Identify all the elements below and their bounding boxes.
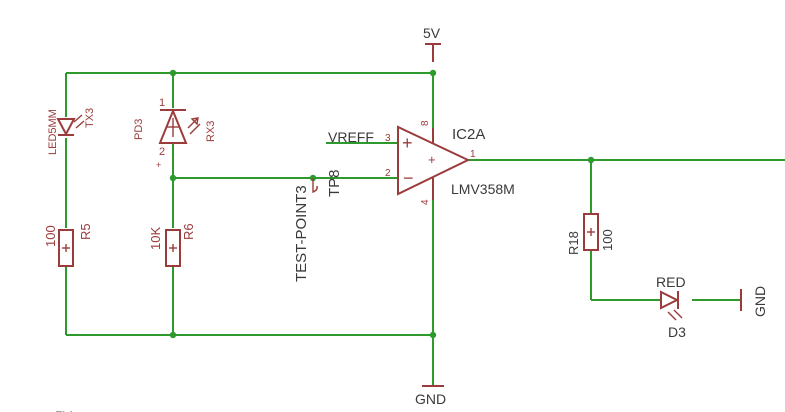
d3-ref: D3 [668, 324, 686, 340]
led-d3: RED D3 [656, 274, 686, 340]
pin2-label: 2 [385, 168, 391, 179]
pd3-plus: + [156, 160, 161, 170]
r6-ref: R6 [181, 223, 196, 240]
tp8-name: TEST-POINT3 [293, 185, 310, 282]
vref-label: VREFF [328, 129, 374, 145]
resistor-r6: 10K R6 [148, 223, 196, 267]
r18-ref: R18 [566, 231, 581, 255]
opamp-inner-plus: + [428, 152, 436, 167]
r18-value: 100 [600, 229, 615, 251]
r6-value: 10K [148, 227, 163, 250]
pd3-name: PD3 [133, 119, 145, 140]
led-tx3-ref: TX3 [84, 108, 96, 128]
pin4-label: 4 [420, 199, 431, 205]
gnd-symbol-right: GND [740, 286, 768, 317]
pd3-pin2: 2 [159, 146, 165, 158]
tp8-ref: TP8 [326, 169, 343, 197]
photodiode-pd3: 1 2 + PD3 RX3 [133, 97, 217, 170]
led-tx3: LED5MM TX3 [47, 108, 96, 155]
vcc-label: 5V [423, 25, 441, 41]
gnd-symbol-bottom: GND [415, 385, 446, 407]
vcc-symbol: 5V [423, 25, 441, 62]
vcc-cut-label: 5V [55, 408, 73, 412]
opamp-plus-input: + [402, 133, 413, 153]
opamp-ic2a: VREFF 3 2 1 8 4 + − + IC2A LMV358M [328, 120, 515, 205]
opamp-ref: IC2A [452, 126, 485, 143]
gnd-right-label: GND [752, 286, 768, 317]
r5-value: 100 [43, 225, 58, 247]
resistor-r18: R18 100 [566, 213, 615, 255]
junctions [169, 69, 595, 339]
gnd-label: GND [415, 391, 446, 407]
pd3-pin1: 1 [159, 97, 165, 109]
pd3-ref: RX3 [205, 121, 217, 142]
pin1-label: 1 [470, 149, 476, 160]
wires [65, 72, 785, 385]
d3-color: RED [656, 274, 686, 290]
pin3-label: 3 [385, 133, 391, 144]
resistor-r5: 100 R5 [43, 223, 93, 267]
r5-ref: R5 [78, 223, 93, 240]
testpoint-tp8: TEST-POINT3 TP8 [293, 169, 343, 282]
led-tx3-name: LED5MM [47, 109, 59, 155]
opamp-part: LMV358M [451, 181, 515, 197]
opamp-minus-input: − [403, 168, 414, 188]
pin8-label: 8 [420, 120, 431, 126]
